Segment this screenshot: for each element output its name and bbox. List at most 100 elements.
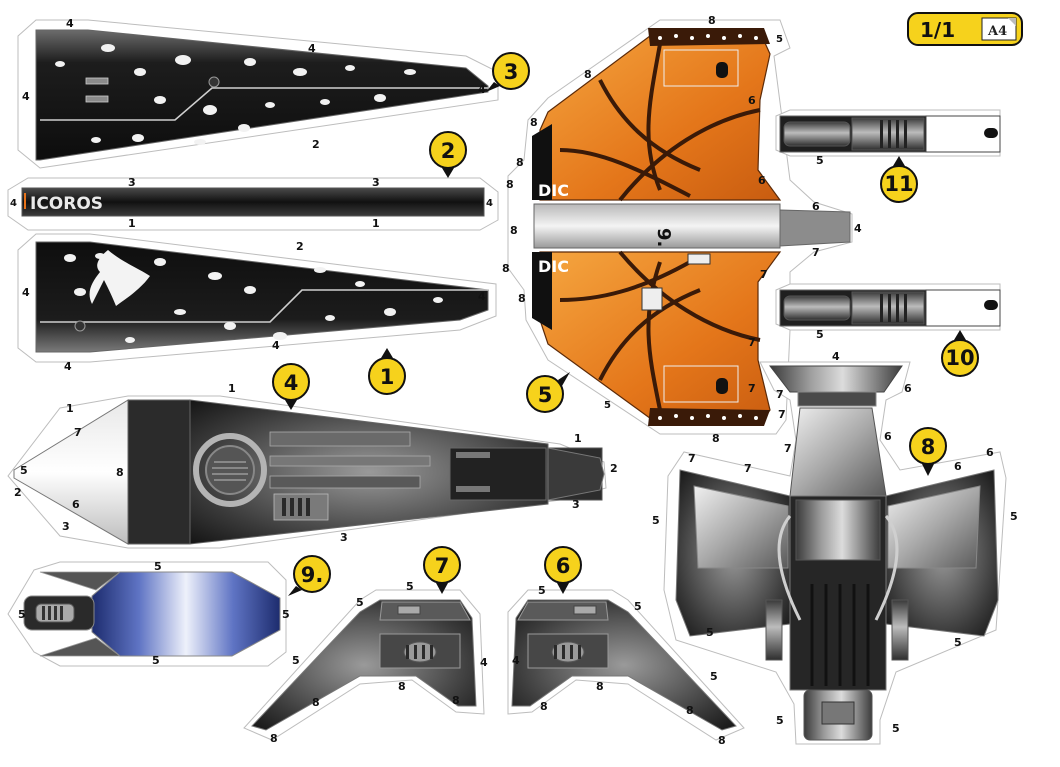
part-badge-label: 5 [538, 383, 553, 407]
glue-number: 5 [1010, 510, 1018, 523]
wing-mark: DIC [538, 181, 569, 200]
glue-number: 7 [812, 246, 820, 259]
page-label: 1/1 [920, 18, 955, 42]
glue-number: 7 [748, 336, 756, 349]
glue-number: 4 [22, 286, 30, 299]
glue-number: 6 [904, 382, 912, 395]
paper-format-icon: A4 [987, 24, 1007, 39]
glue-number: 8 [270, 732, 278, 745]
glue-number: 8 [516, 156, 524, 169]
glue-number: 5 [406, 580, 414, 593]
glue-number: 7 [760, 268, 768, 281]
glue-number: 6 [72, 498, 80, 511]
hull-speckles [64, 253, 443, 343]
glue-number: 7 [74, 426, 82, 439]
part-badge-9: 9. [288, 555, 331, 596]
glue-number: 2 [296, 240, 304, 253]
glue-number: 4 [478, 290, 486, 303]
part-1-hull-side-panel: 2 4 4 4 4 [17, 233, 497, 373]
body-ribs [810, 584, 870, 686]
glue-number: 4 [480, 656, 488, 669]
glue-number: 4 [64, 360, 72, 373]
wing-edge-dots [658, 34, 758, 420]
glue-number: 4 [478, 83, 486, 96]
glue-number: 4 [66, 17, 74, 30]
glue-number: 4 [854, 222, 862, 235]
part-badge-label: 4 [284, 371, 299, 395]
glue-number: 5 [776, 34, 783, 45]
glue-number: 8 [312, 696, 320, 709]
glue-number: 8 [712, 432, 720, 445]
part-badge-5: 5 [526, 372, 570, 413]
wing-mark: DIC [538, 257, 569, 276]
wing-veins [559, 43, 761, 411]
sheet-label: 1/1 A4 [907, 12, 1023, 46]
glue-number: 6 [986, 446, 994, 459]
glue-number: 5 [292, 654, 300, 667]
part-6-wing-bracket: 5 5 4 5 8 8 8 8 [507, 584, 745, 747]
part-badge-label: 9. [301, 563, 324, 587]
glue-number: 1 [574, 432, 582, 445]
glue-number: 5 [18, 608, 26, 621]
logo-text: ICOROS [30, 194, 103, 214]
glue-number: 4 [22, 90, 30, 103]
glue-number: 5 [816, 154, 824, 167]
part-badge-10: 10 [941, 330, 979, 377]
glue-number: 3 [340, 531, 348, 544]
part-badge-label: 7 [435, 554, 450, 578]
part-badge-label: 11 [884, 172, 913, 196]
glue-number: 1 [372, 217, 380, 230]
glue-number: 5 [776, 714, 784, 727]
glue-number: 4 [308, 42, 316, 55]
glue-number: 4 [486, 198, 493, 209]
butterfly-decal [89, 250, 150, 306]
glue-number: 8 [718, 734, 726, 747]
glue-number: 7 [778, 408, 786, 421]
glue-number: 8 [510, 224, 518, 237]
part-badge-label: 10 [945, 346, 974, 370]
part-badge-8: 8 [909, 427, 947, 476]
glue-number: 6 [812, 200, 820, 213]
part-badge-4: 4 [272, 363, 310, 410]
glue-number: 5 [892, 722, 900, 735]
glue-number: 5 [356, 596, 364, 609]
part-9-canopy: 5 5 5 5 [7, 560, 290, 667]
glue-number: 5 [20, 464, 28, 477]
part-4-engine-body: 1 1 7 5 6 8 2 3 1 2 3 3 [7, 382, 618, 549]
glue-number: 8 [518, 292, 526, 305]
part-7-wing-bracket: 5 5 5 4 8 8 8 8 [243, 580, 488, 745]
glue-number: 8 [686, 704, 694, 717]
glue-number: 8 [502, 262, 510, 275]
glue-number: 8 [708, 14, 716, 27]
glue-number: 5 [538, 584, 546, 597]
glue-number: 1 [228, 382, 236, 395]
glue-number: 7 [748, 382, 756, 395]
part-badge-2: 2 [429, 131, 467, 178]
glue-number: 5 [652, 514, 660, 527]
glue-number: 8 [452, 694, 460, 707]
glue-number: 1 [66, 402, 74, 415]
glue-number: 8 [596, 680, 604, 693]
part-badge-3: 3 [486, 52, 530, 92]
glue-number: 3 [62, 520, 70, 533]
glue-number: 5 [634, 600, 642, 613]
glue-number: 8 [530, 116, 538, 129]
glue-number: 3 [572, 498, 580, 511]
part-badge-label: 1 [380, 365, 395, 389]
glue-number: 4 [10, 198, 17, 209]
part-badge-11: 11 [880, 156, 918, 203]
part-badge-label: 6 [556, 554, 571, 578]
glue-number: 5 [706, 626, 714, 639]
glue-number: 4 [832, 350, 840, 363]
glue-number: 5 [282, 608, 290, 621]
glue-number: 7 [688, 452, 696, 465]
part-badge-label: 8 [921, 435, 936, 459]
part-11-engine-pod: 5 [775, 109, 1001, 167]
part-3-hull-side-panel: 4 4 4 4 2 [17, 17, 499, 169]
glue-number: 2 [610, 462, 618, 475]
glue-number: 4 [512, 654, 520, 667]
engine-vents [212, 461, 248, 481]
glue-number: 7 [744, 462, 752, 475]
glue-number: 3 [128, 176, 136, 189]
